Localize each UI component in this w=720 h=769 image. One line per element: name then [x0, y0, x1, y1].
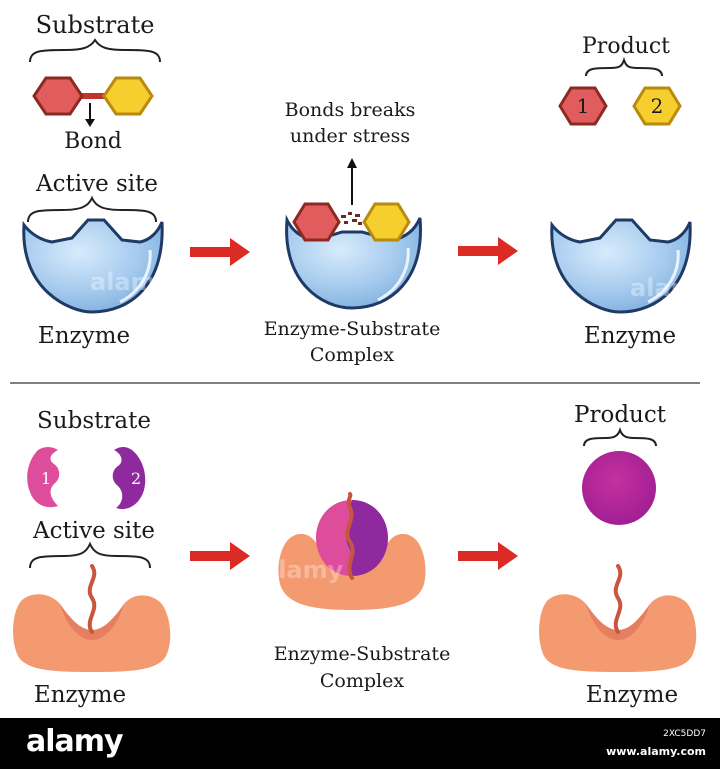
bottom-product-brace	[583, 426, 657, 447]
product-2-number: 2	[651, 94, 664, 118]
footer-brand-logo[interactable]: alamy	[26, 724, 124, 759]
bottom-complex-purple-half	[346, 500, 388, 576]
watermark-top-left: alamy	[90, 268, 172, 296]
product-1-number: 1	[577, 94, 590, 118]
top-arrow-2	[458, 237, 518, 265]
top-complex-label-line2: Complex	[310, 344, 394, 366]
piece-2-number: 2	[131, 469, 141, 488]
bottom-enzyme-right-pocket	[586, 604, 650, 640]
bottom-complex-squiggle	[345, 492, 355, 580]
bond-arrow-head	[85, 119, 95, 127]
bottom-enzyme-right-squiggle	[613, 564, 623, 634]
substrate-piece-1	[27, 447, 60, 508]
top-product-label: Product	[582, 34, 670, 59]
top-enzyme-right	[550, 218, 692, 314]
substrate-hexagon-yellow	[102, 76, 154, 116]
bottom-arrow-2	[458, 542, 518, 570]
footer-site-link[interactable]: www.alamy.com	[606, 745, 706, 758]
stress-arrow-head	[347, 158, 357, 168]
bonds-break-line1: Bonds breaks	[285, 99, 416, 121]
top-complex-shine	[377, 247, 410, 302]
footer-bar: alamy 2XC5DD7 www.alamy.com	[0, 718, 720, 769]
complex-hexagon-red	[292, 202, 341, 242]
top-substrate-brace	[29, 38, 161, 63]
bottom-arrow-1	[190, 542, 250, 570]
top-complex-label-line1: Enzyme-Substrate	[264, 318, 441, 340]
top-active-site-label: Active site	[35, 171, 158, 197]
top-enzyme-substrate-complex	[285, 202, 422, 310]
product-hexagon-1	[558, 86, 608, 126]
top-enzyme-right-label: Enzyme	[584, 323, 676, 349]
complex-hexagon-yellow	[362, 202, 411, 242]
bonds-break-line2: under stress	[290, 125, 410, 147]
bottom-complex-label-line1: Enzyme-Substrate	[274, 643, 451, 665]
bond-line	[68, 93, 112, 99]
footer-image-id: 2XC5DD7	[663, 729, 706, 739]
watermark-top-right: alamy	[630, 274, 712, 302]
product-hexagon-2	[632, 86, 682, 126]
top-active-site-brace	[27, 195, 157, 223]
bottom-complex-enzyme	[278, 533, 426, 610]
piece-1-number: 1	[41, 469, 51, 488]
bottom-enzyme-right-label: Enzyme	[586, 682, 678, 708]
top-substrate-label: Substrate	[36, 11, 155, 39]
top-arrow-1	[190, 238, 250, 266]
top-enzyme-left-shine	[119, 249, 152, 304]
bond-label: Bond	[64, 129, 122, 154]
bottom-active-site-brace	[29, 541, 151, 569]
bottom-enzyme-left-squiggle	[87, 564, 97, 634]
bottom-complex-label-line2: Complex	[320, 670, 404, 692]
top-enzyme-left-label: Enzyme	[38, 323, 130, 349]
product-circle	[582, 451, 656, 525]
bottom-enzyme-left-pocket	[60, 604, 124, 640]
top-product-brace	[585, 56, 663, 77]
bottom-product-label: Product	[574, 402, 667, 428]
substrate-piece-2	[112, 447, 146, 510]
top-enzyme-left	[22, 218, 164, 314]
substrate-hexagon-red	[32, 76, 84, 116]
watermark-bottom-middle: alamy	[262, 556, 344, 584]
bottom-complex-pink-half	[316, 500, 352, 576]
bottom-enzyme-left	[13, 564, 171, 672]
bottom-active-site-label: Active site	[32, 518, 155, 544]
bottom-substrate-label: Substrate	[37, 408, 151, 434]
bottom-enzyme-right	[539, 564, 697, 672]
bottom-enzyme-substrate-complex	[278, 492, 426, 610]
broken-bond-fragments	[341, 212, 362, 225]
top-substrate-molecule	[32, 76, 154, 116]
bottom-enzyme-left-label: Enzyme	[34, 682, 126, 708]
top-enzyme-right-shine	[647, 249, 680, 304]
